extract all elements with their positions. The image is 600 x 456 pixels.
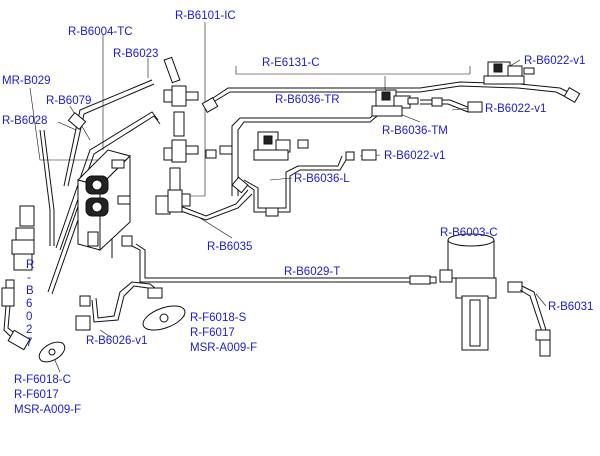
tube-nuts [67,96,483,299]
label-r-f6018-c: R-F6018-C [14,374,71,386]
label-r-b6036-l: R-B6036-L [294,173,350,185]
tube-r-b6035 [177,189,253,221]
label-r-b6027-char: 7 [26,337,32,349]
label-r-b6022-v1-top: R-B6022-v1 [524,55,585,67]
label-msr-a009-f-right: MSR-A009-F [190,342,257,354]
fittings-cluster [121,56,217,247]
label-r-b6027-char: B [26,285,34,297]
label-mr-b029: MR-B029 [2,75,51,87]
left-connector [1,205,66,363]
label-r-b6079: R-B6079 [46,95,91,107]
label-r-b6036-tr: R-B6036-TR [275,94,340,106]
solenoid-r-b6003-c [439,233,497,351]
label-r-b6036-tm: R-B6036-TM [382,125,448,137]
valve-block [77,149,131,252]
label-r-b6027-char: 2 [26,324,32,336]
label-r-b6027-char: - [27,272,31,284]
label-r-b6004-tc: R-B6004-TC [68,26,133,38]
label-r-b6027-vertical: R - B 6 0 2 7 [26,259,34,349]
label-msr-a009-f-left: MSR-A009-F [14,404,81,416]
label-r-b6029-t: R-B6029-T [284,266,340,278]
label-r-b6027-char: 0 [26,311,32,323]
label-r-b6023: R-B6023 [113,48,158,60]
label-r-b6031: R-B6031 [548,301,593,313]
tube-r-e6131-c [209,81,577,113]
label-r-b6003-c: R-B6003-C [440,227,498,239]
regulator-r-b6036-tr [371,89,443,117]
pipe-r-b6031 [507,281,551,357]
label-r-f6017-left: R-F6017 [14,389,59,401]
regulator-r-b6022-top [483,61,581,104]
label-r-b6022-v1-low: R-B6022-v1 [384,150,445,162]
tube-nut-icon [409,275,431,285]
tube-r-b6026-v1 [91,238,161,323]
label-r-f6017-right: R-F6017 [190,327,235,339]
part-labels: R-B6101-IC R-B6004-TC R-B6023 R-E6131-C … [2,10,593,416]
label-r-b6022-v1-mid: R-B6022-v1 [485,103,546,115]
label-r-b6035: R-B6035 [207,241,252,253]
label-r-f6018-s: R-F6018-S [190,312,247,324]
flange-r-f6018 [75,295,186,331]
label-r-b6101-ic: R-B6101-IC [175,10,236,22]
label-r-e6131-c: R-E6131-C [262,57,320,69]
label-r-b6027-char: 6 [26,298,32,310]
regulator-r-b6036-tm [219,131,309,161]
label-r-b6027-char: R [26,259,34,271]
tube-r-b6029-t [127,243,437,285]
label-r-b6028: R-B6028 [2,115,47,127]
label-r-b6026-v1: R-B6026-v1 [86,335,147,347]
